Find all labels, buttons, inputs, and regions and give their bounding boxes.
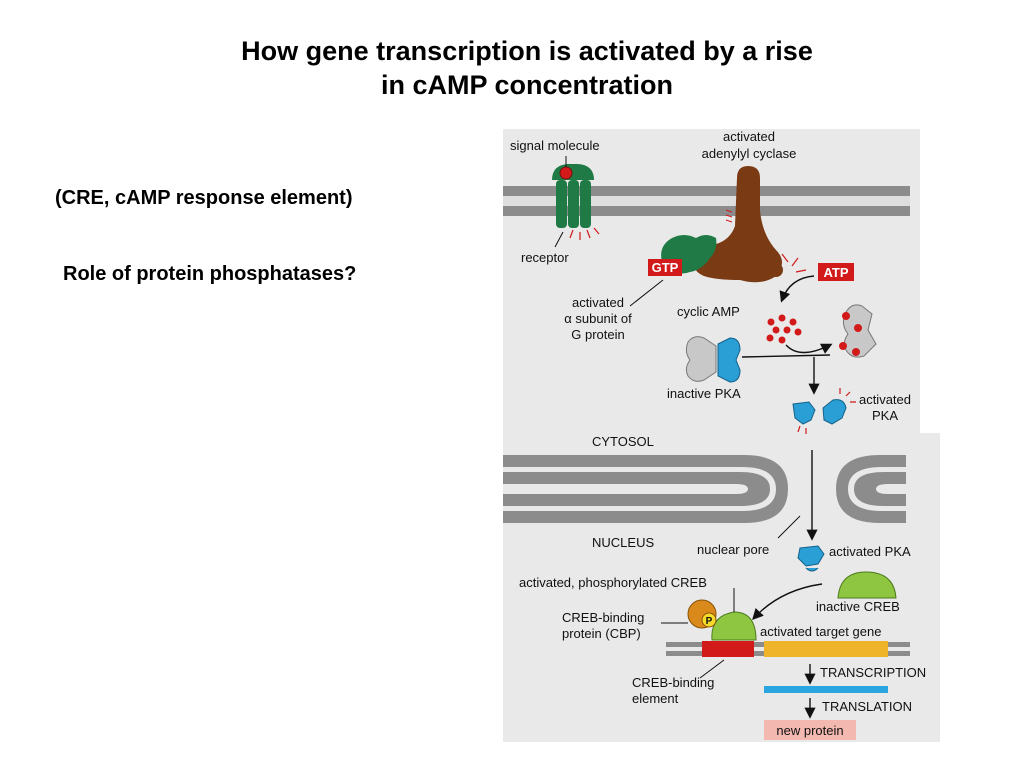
adenylyl-cyclase-label: adenylyl cyclase	[702, 146, 797, 161]
cyclic-amp-label: cyclic AMP	[677, 304, 740, 319]
cytosol-label: CYTOSOL	[592, 434, 654, 449]
activated-pka-label-1: activated	[859, 392, 911, 407]
inactive-pka	[685, 336, 741, 383]
receptor-label: receptor	[521, 250, 569, 265]
regulatory-release-arrow	[785, 343, 833, 354]
alpha-subunit-leader	[629, 279, 664, 307]
nuclear-envelope	[503, 455, 906, 523]
creb-element-label-2: element	[632, 691, 679, 706]
phosphatases-question: Role of protein phosphatases?	[63, 263, 357, 285]
activated-pka-label-2: PKA	[872, 408, 898, 423]
g-protein-label: G protein	[571, 327, 624, 342]
creb-element-leader	[699, 659, 725, 679]
inactive-creb	[837, 571, 897, 599]
activated-pka-nucleus-label: activated PKA	[829, 544, 911, 559]
slide-title: How gene transcription is activated by a…	[0, 34, 1024, 102]
transcription-label: TRANSCRIPTION	[820, 665, 926, 680]
nuclear-pore-label: nuclear pore	[697, 542, 769, 557]
new-protein-label: new protein	[776, 723, 843, 738]
regulatory-subunits-camp	[839, 304, 877, 358]
adenylyl-cyclase	[693, 166, 783, 283]
activated-cyclase-label-1: activated	[723, 129, 775, 144]
dna-strand	[666, 641, 910, 657]
mrna	[764, 686, 888, 693]
nucleus-label: NUCLEUS	[592, 535, 654, 550]
phosphate-group	[701, 612, 717, 628]
atp-label: ATP	[823, 265, 848, 280]
slide-title-line-2: in cAMP concentration	[380, 70, 674, 100]
gtp-label-box: GTP	[648, 259, 682, 276]
gtp-label: GTP	[652, 260, 679, 275]
pka-horizontal-arrow-line	[741, 354, 831, 358]
signal-molecule	[559, 166, 573, 180]
plasma-membrane	[503, 186, 910, 216]
creb-activation-arrow	[752, 583, 823, 621]
creb-element-label-1: CREB-binding	[632, 675, 714, 690]
inactive-creb-label: inactive CREB	[816, 599, 900, 614]
slide-title-line-1: How gene transcription is activated by a…	[241, 36, 813, 66]
translation-label: TRANSLATION	[822, 699, 912, 714]
nuclear-pore-leader	[777, 515, 801, 539]
cbp-label-2: protein (CBP)	[562, 626, 641, 641]
phosphate-label: P	[706, 616, 713, 627]
activated-pka-nucleus	[797, 545, 825, 567]
atp-label-box: ATP	[818, 263, 854, 281]
atp-conversion-arrow	[779, 275, 815, 303]
alpha-subunit-label: α subunit of	[564, 311, 632, 326]
cbp-label-1: CREB-binding	[562, 610, 644, 625]
pka-catalytic-tip	[805, 567, 819, 572]
camp-molecules	[766, 314, 802, 344]
cre-note: (CRE, cAMP response element)	[55, 187, 353, 209]
activated-phosphorylated-creb-label: activated, phosphorylated CREB	[519, 575, 707, 590]
inactive-pka-label: inactive PKA	[667, 386, 741, 401]
new-protein-box	[764, 720, 856, 740]
cyclase-activity-ticks	[781, 253, 807, 273]
activated-alpha-label-1: activated	[572, 295, 624, 310]
activated-pka-cytosol	[792, 388, 856, 434]
activated-target-gene-label: activated target gene	[760, 624, 881, 639]
signal-molecule-label: signal molecule	[510, 138, 600, 153]
receptor-leader	[554, 231, 564, 248]
